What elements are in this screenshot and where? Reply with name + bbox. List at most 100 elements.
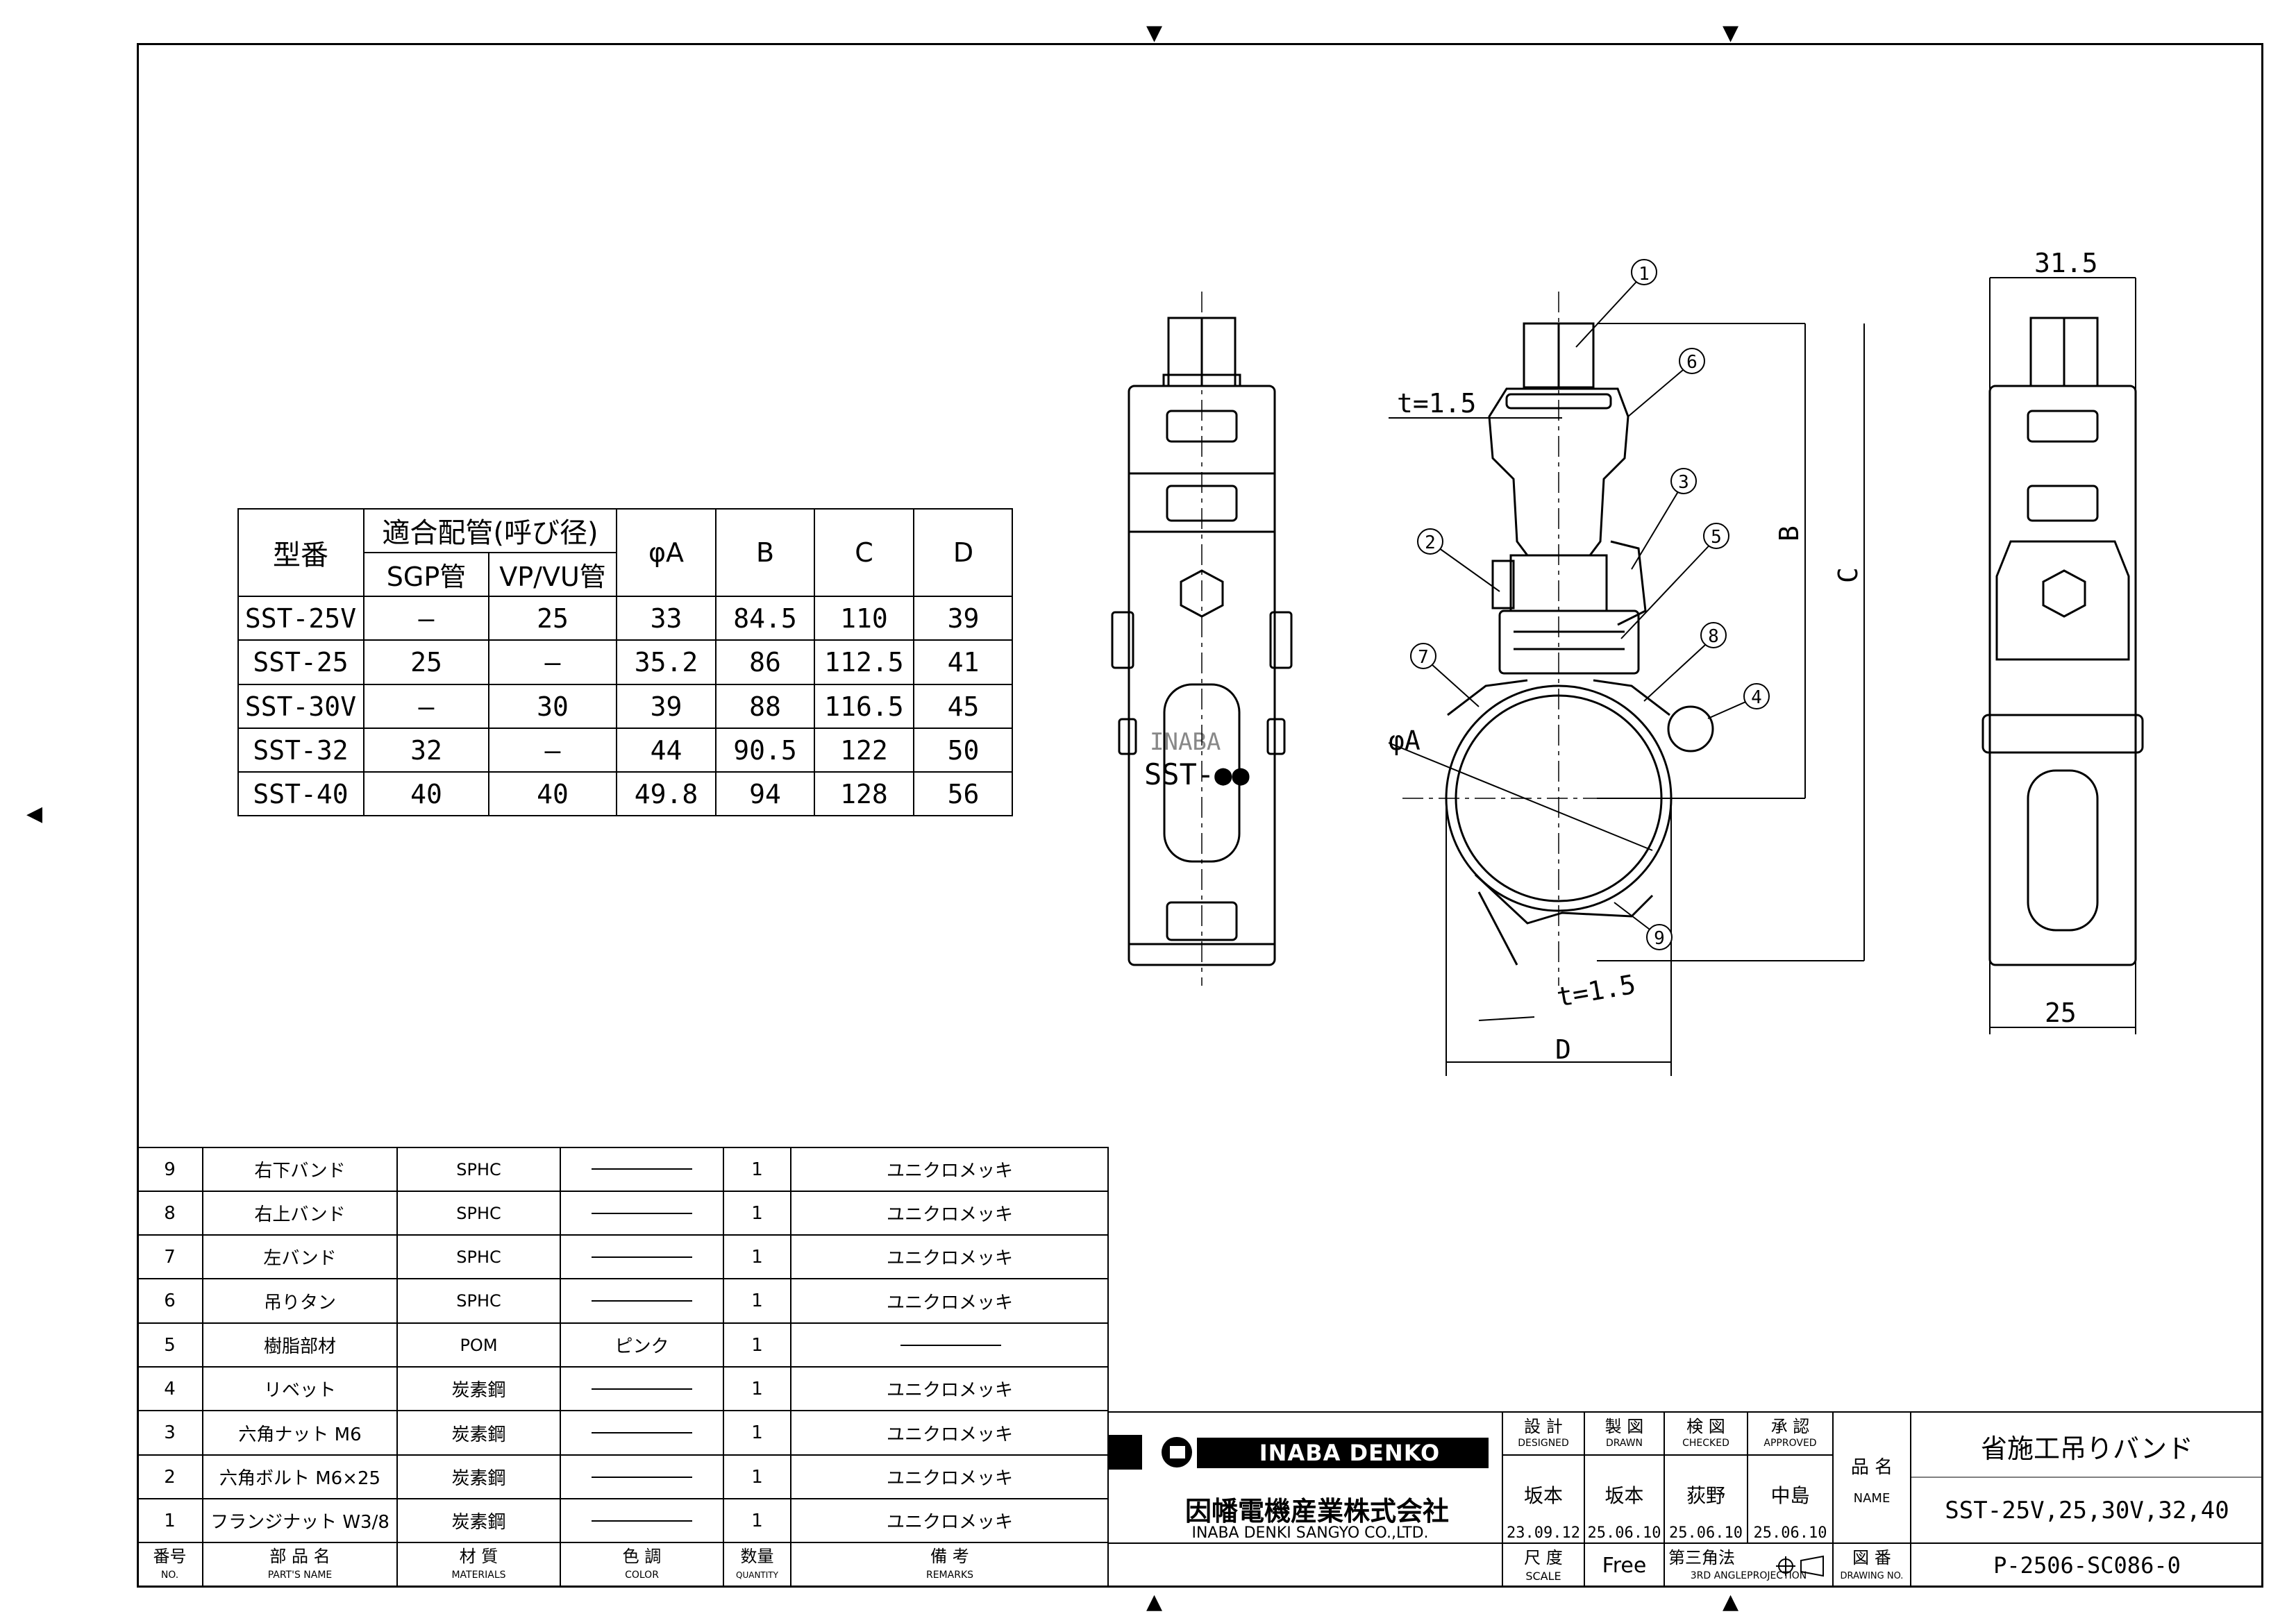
thickness-label-top: t=1.5 xyxy=(1397,388,1476,419)
svg-text:2: 2 xyxy=(1425,532,1436,553)
part-no: 6 xyxy=(164,1290,176,1311)
part-name: リベット xyxy=(263,1380,336,1401)
cell-B: 90.5 xyxy=(733,734,797,766)
cell-vpvu: – xyxy=(544,647,561,678)
part-qty: 1 xyxy=(751,1159,763,1180)
parts-list: 9 右下バンド SPHC 1 ユニクロメッキ 8 右上バンド SPHC 1 ユニ… xyxy=(137,1147,1109,1588)
cell-sgp: 32 xyxy=(410,734,442,766)
checked-date: 25.06.10 xyxy=(1669,1524,1743,1542)
part-name: 右下バンド xyxy=(254,1161,346,1181)
projection-label-en: 3RD ANGLEPROJECTION xyxy=(1690,1570,1807,1581)
cell-B: 86 xyxy=(749,647,781,678)
header-no-jp: 番号 xyxy=(153,1546,187,1566)
header-qty-jp: 数量 xyxy=(740,1546,774,1566)
cell-sgp: – xyxy=(418,603,435,634)
table-row: 6 吊りタン SPHC 1 ユニクロメッキ xyxy=(137,1279,1109,1323)
center-mark-bottom-right: ▲ xyxy=(1723,1590,1739,1614)
dim-D-label: D xyxy=(1555,1034,1571,1065)
part-remarks: ユニクロメッキ xyxy=(886,1468,1013,1489)
cell-model: SST-25 xyxy=(253,647,349,678)
side-view-emboss-inaba: INABA xyxy=(1150,728,1221,756)
part-remarks: ユニクロメッキ xyxy=(886,1248,1013,1269)
header-model: 型番 xyxy=(273,539,328,571)
spec-table-grid xyxy=(237,508,1013,816)
cell-phiA: 35.2 xyxy=(634,647,698,678)
svg-text:3: 3 xyxy=(1678,472,1689,493)
part-qty: 1 xyxy=(751,1246,763,1268)
table-row: 4 リベット 炭素鋼 1 ユニクロメッキ xyxy=(137,1367,1109,1411)
part-qty: 1 xyxy=(751,1290,763,1311)
part-color: ピンク xyxy=(614,1336,669,1357)
cell-phiA: 49.8 xyxy=(634,779,698,809)
scale-label-jp: 尺 度 xyxy=(1524,1547,1563,1567)
cell-phiA: 39 xyxy=(650,691,682,722)
part-material: 炭素鋼 xyxy=(451,1512,506,1533)
table-row: 9 右下バンド SPHC 1 ユニクロメッキ xyxy=(137,1147,1109,1191)
side-view-model-label: SST-●● xyxy=(1144,757,1250,791)
cell-sgp: 25 xyxy=(410,647,442,678)
part-qty: 1 xyxy=(751,1510,763,1531)
part-balloons: 1 6 3 5 2 8 7 xyxy=(1410,259,1770,950)
header-sgp: SGP管 xyxy=(386,562,467,592)
part-qty: 1 xyxy=(751,1466,763,1488)
header-vpvu: VP/VU管 xyxy=(499,562,606,592)
balloon-2: 2 xyxy=(1417,528,1500,592)
cell-phiA: 44 xyxy=(650,734,682,766)
svg-text:8: 8 xyxy=(1708,626,1719,647)
brand-logo-notch xyxy=(1170,1446,1185,1458)
part-remarks: ユニクロメッキ xyxy=(886,1292,1013,1313)
header-name-jp: 部 品 名 xyxy=(269,1546,330,1566)
product-name: 省施工吊りバンド xyxy=(1981,1433,2193,1464)
header-no-en: NO. xyxy=(160,1570,179,1581)
table-row: 5 樹脂部材 POM ピンク 1 xyxy=(137,1323,1109,1367)
header-color-jp: 色 調 xyxy=(622,1546,662,1566)
svg-text:7: 7 xyxy=(1418,647,1429,668)
svg-text:1: 1 xyxy=(1639,264,1650,285)
dim-C-label: C xyxy=(1833,567,1863,583)
balloon-9: 9 xyxy=(1614,902,1673,950)
part-name: 六角ナット M6 xyxy=(238,1424,362,1445)
cell-model: SST-25V xyxy=(244,603,357,634)
right-view xyxy=(1981,317,2144,966)
projection-label-jp: 第三角法 xyxy=(1668,1547,1735,1567)
part-no: 7 xyxy=(164,1246,176,1268)
cell-D: 39 xyxy=(947,603,980,634)
cell-C: 112.5 xyxy=(824,647,904,678)
part-name: 六角ボルト M6×25 xyxy=(219,1468,381,1489)
balloon-1: 1 xyxy=(1575,259,1657,348)
table-row: 8 右上バンド SPHC 1 ユニクロメッキ xyxy=(137,1191,1109,1235)
dimension-lines xyxy=(1388,277,2136,1076)
part-material: SPHC xyxy=(456,1159,501,1179)
header-C: C xyxy=(855,537,873,568)
cell-D: 56 xyxy=(947,779,980,809)
header-qty-en: QUANTITY xyxy=(736,1570,778,1580)
svg-text:6: 6 xyxy=(1686,352,1698,373)
header-D: D xyxy=(953,537,974,568)
header-color-en: COLOR xyxy=(625,1570,659,1581)
part-no: 2 xyxy=(164,1466,176,1488)
center-mark-top-right: ▼ xyxy=(1723,21,1739,45)
table-row: SST-25 25 – 35.2 86 112.5 41 xyxy=(237,640,1013,684)
checked-label-en: CHECKED xyxy=(1682,1438,1729,1449)
brand-name: INABA DENKO xyxy=(1259,1440,1441,1466)
header-material-en: MATERIALS xyxy=(451,1570,506,1581)
cell-D: 41 xyxy=(947,647,980,678)
part-remarks: ユニクロメッキ xyxy=(886,1512,1013,1533)
name-label-en: NAME xyxy=(1853,1490,1891,1506)
part-remarks: ユニクロメッキ xyxy=(886,1424,1013,1445)
cell-C: 128 xyxy=(840,779,888,809)
header-remarks-en: REMARKS xyxy=(925,1570,974,1581)
designed-label-en: DESIGNED xyxy=(1518,1438,1569,1449)
part-material: 炭素鋼 xyxy=(451,1424,506,1445)
table-row: 1 フランジナット W3/8 炭素鋼 1 ユニクロメッキ xyxy=(137,1499,1109,1542)
cell-sgp: 40 xyxy=(410,779,442,809)
svg-text:4: 4 xyxy=(1751,687,1762,708)
part-no: 5 xyxy=(164,1334,176,1356)
brand-logo-bar xyxy=(1197,1438,1489,1468)
svg-text:9: 9 xyxy=(1654,928,1665,949)
table-row: 2 六角ボルト M6×25 炭素鋼 1 ユニクロメッキ xyxy=(137,1455,1109,1499)
spec-table: 型番 適合配管(呼び径) SGP管 VP/VU管 φA B C D SST-25… xyxy=(237,508,1013,816)
designed-date: 23.09.12 xyxy=(1507,1524,1580,1542)
scale-value: Free xyxy=(1602,1553,1647,1578)
